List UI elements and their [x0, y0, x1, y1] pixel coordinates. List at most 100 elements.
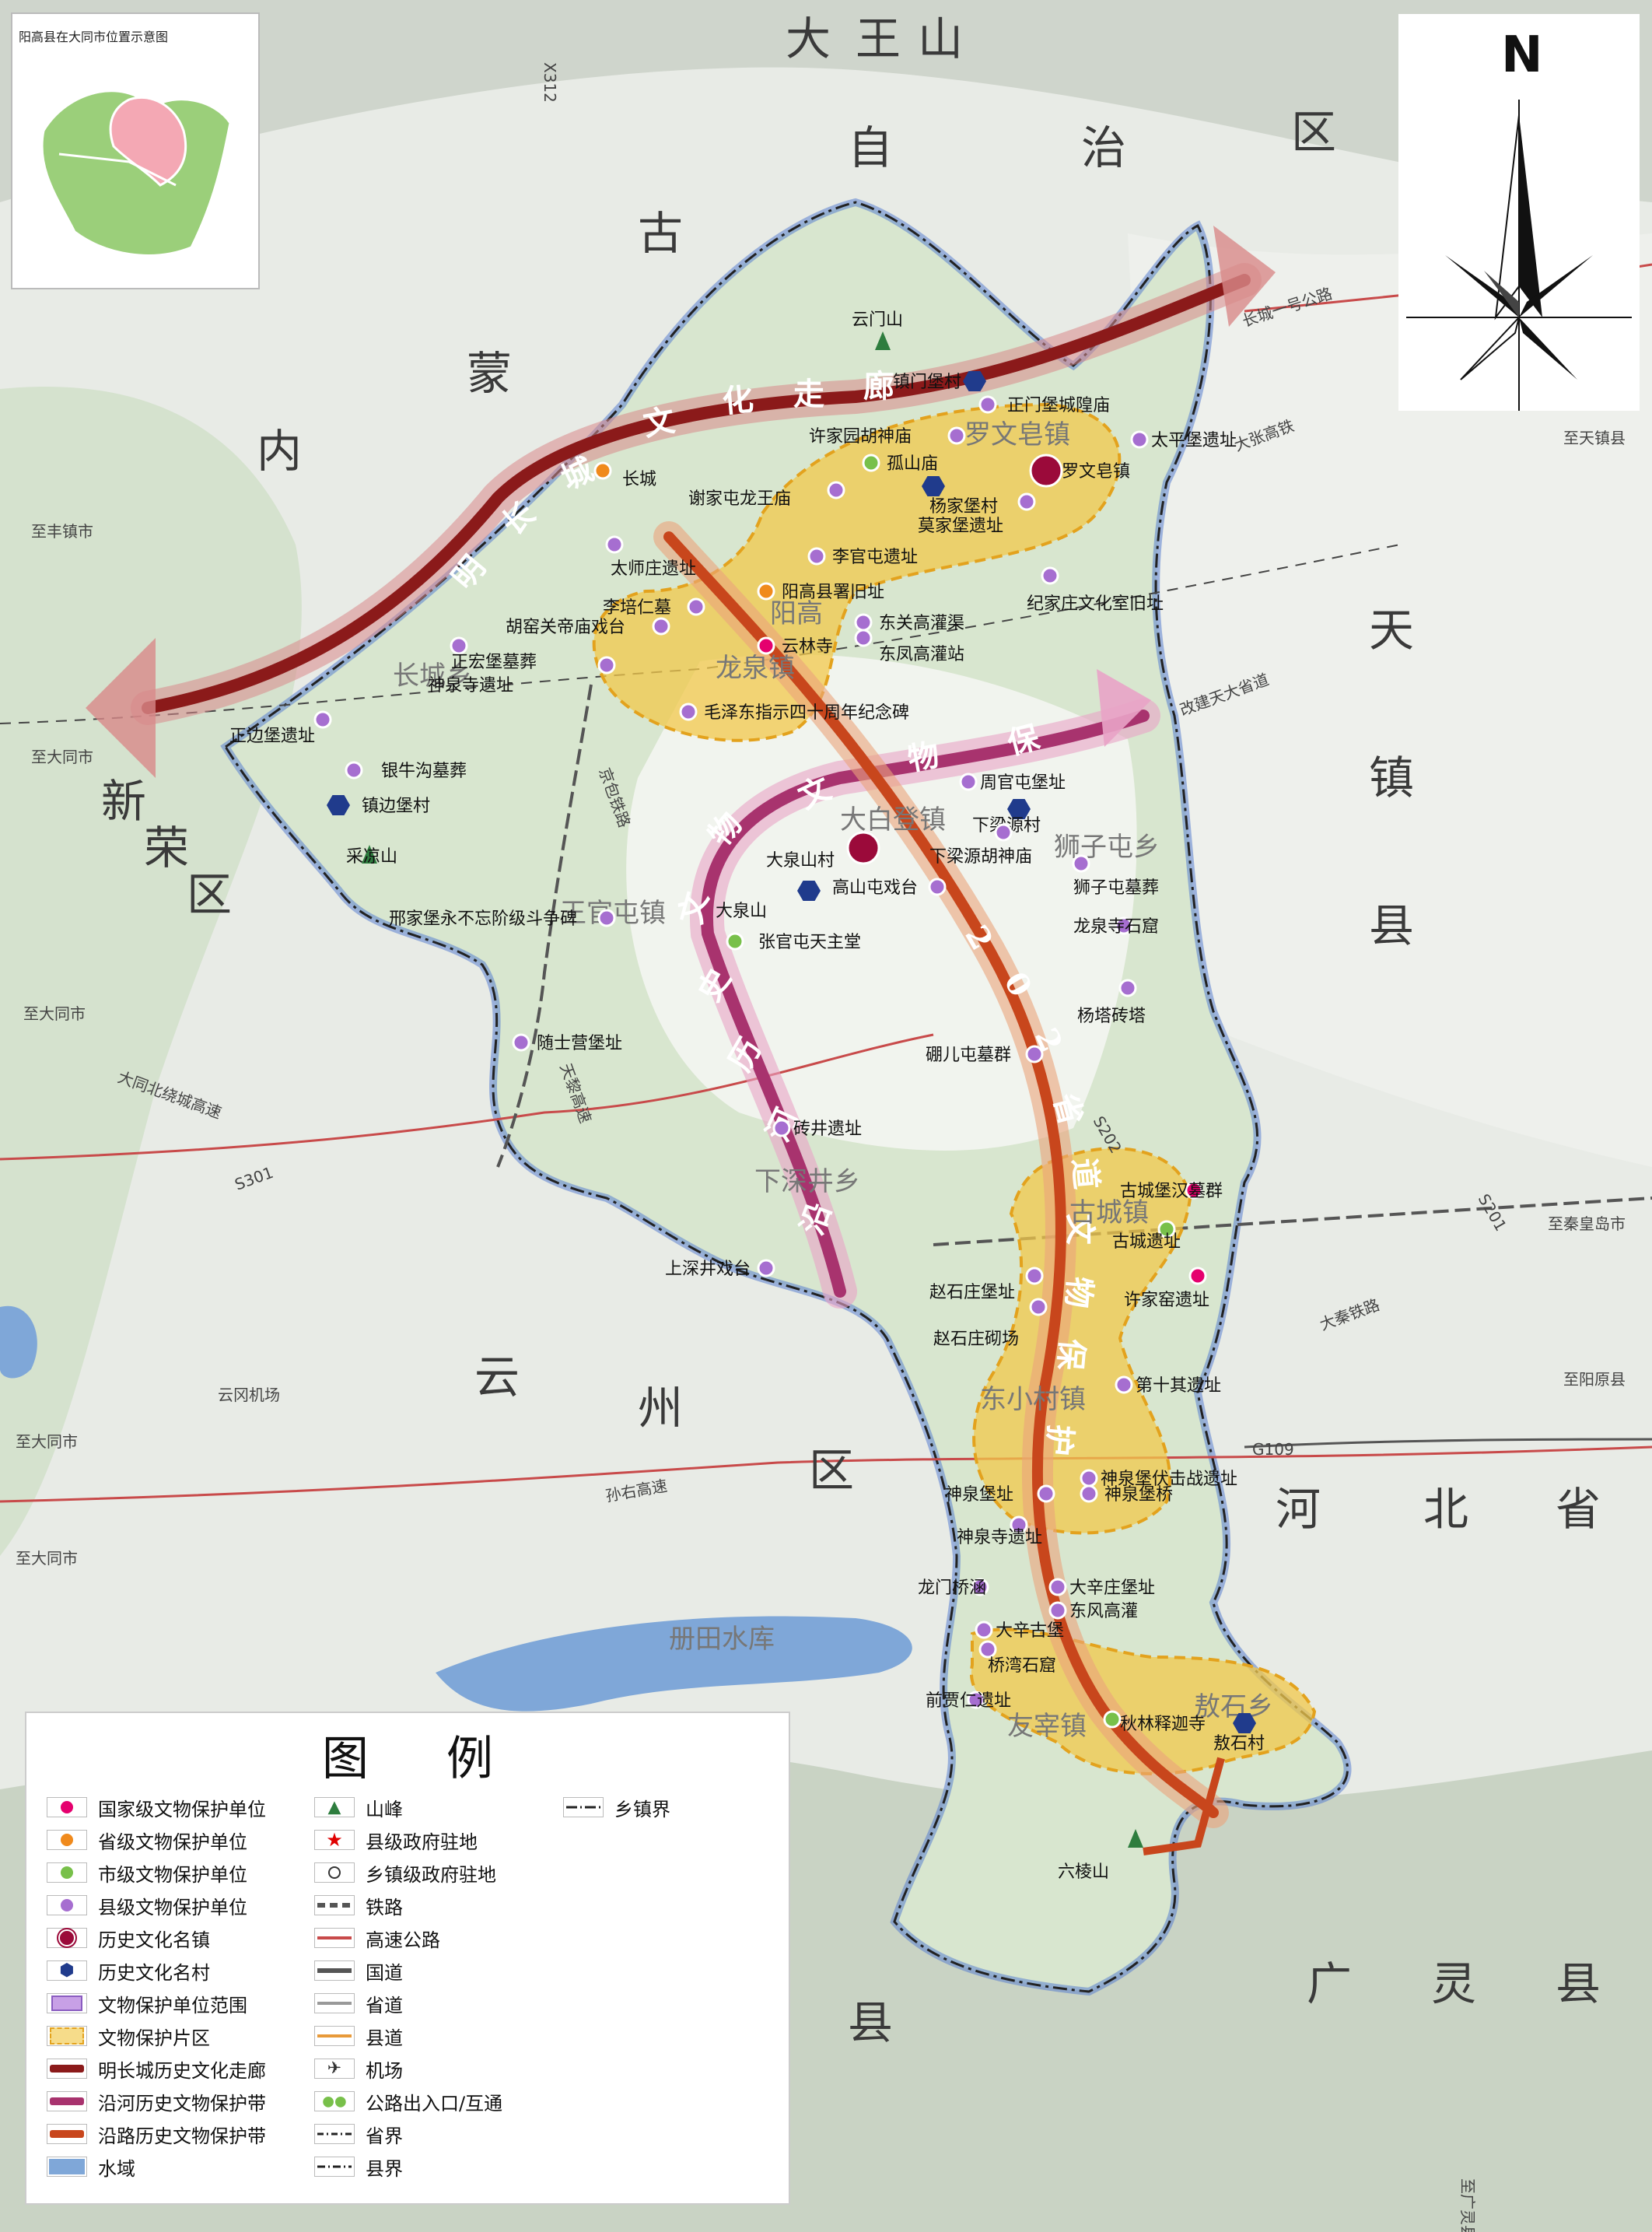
heritage-site-label: 高山屯戏台	[832, 878, 918, 898]
town-label: 龙泉镇	[716, 653, 795, 684]
heritage-site-label: 大泉山村	[766, 851, 835, 871]
heritage-site-label: 第十其遗址	[1136, 1376, 1221, 1396]
legend-item: 历史文化名镇	[47, 1922, 358, 1954]
road-belt-char: 文	[1062, 1214, 1098, 1245]
legend-label: 省界	[366, 2125, 403, 2147]
legend-item: 水域	[47, 2150, 358, 2183]
heritage-site: 长城	[593, 461, 656, 489]
region-label: 自	[848, 121, 894, 174]
heritage-site: 下梁源胡神庙	[929, 823, 1032, 867]
heritage-site-label: 东凤高灌站	[879, 645, 964, 664]
heritage-site-label: 硼儿屯墓群	[926, 1046, 1011, 1065]
legend-label: 省级文物保护单位	[98, 1831, 247, 1853]
heritage-site-label: 杨家堡村	[929, 497, 998, 517]
heritage-site-dot-icon	[854, 629, 873, 647]
heritage-site-dot-icon	[1017, 492, 1036, 511]
famous-village-icon	[922, 476, 945, 496]
heritage-site-label: 秋林释迦寺	[1120, 1715, 1206, 1734]
legend-item: 省道	[314, 1987, 548, 2020]
legend-swatch-icon	[47, 2157, 87, 2177]
heritage-site-label: 东风高灌	[1069, 1602, 1138, 1621]
heritage-site-dot-icon	[597, 656, 616, 675]
heritage-site-dot-icon	[928, 878, 947, 896]
heritage-site-label: 龙门桥涵	[918, 1579, 986, 1598]
heritage-site: 神泉寺遗址	[428, 656, 616, 696]
mountain-peak-icon	[875, 331, 891, 350]
heritage-site: 杨塔砖塔	[1077, 979, 1146, 1026]
heritage-site-dot-icon	[1048, 1578, 1067, 1596]
region-label: 云	[474, 1351, 521, 1403]
legend-swatch-icon: ✈	[314, 2059, 355, 2079]
heritage-site-dot-icon	[967, 1691, 985, 1709]
heritage-site-label: 太平堡遗址	[1151, 431, 1237, 450]
legend-label: 乡镇级政府驻地	[366, 1863, 496, 1886]
heritage-site-label: 邢家堡永不忘阶级斗争碑	[389, 909, 577, 929]
legend-label: 县级文物保护单位	[98, 1896, 247, 1918]
heritage-site: 大泉山	[716, 881, 821, 921]
legend-swatch-icon	[47, 2124, 87, 2144]
town-label: 东小村镇	[980, 1384, 1086, 1415]
heritage-site-label: 张官屯天主堂	[758, 933, 861, 952]
reservoir	[436, 1616, 912, 1712]
heritage-site-dot-icon	[1185, 1181, 1203, 1200]
heritage-site-dot-icon	[1115, 1375, 1133, 1394]
heritage-site-label: 上深井戏台	[665, 1260, 751, 1279]
heritage-site-label: 大辛古堡	[996, 1621, 1064, 1641]
region-label: 区	[187, 868, 233, 921]
legend-item: 省级文物保护单位	[47, 1824, 358, 1856]
region-label: 荣	[144, 822, 191, 874]
heritage-site-label: 册田水库	[669, 1624, 775, 1655]
road-label: G109	[1252, 1440, 1294, 1459]
region-label: 区	[1291, 106, 1338, 159]
region-label: 蒙	[467, 347, 513, 400]
heritage-site-label: 古城堡汉墓群	[1120, 1182, 1223, 1201]
heritage-site-label: 下梁源胡神庙	[929, 847, 1032, 867]
heritage-site: 秋林释迦寺	[1103, 1710, 1206, 1734]
legend-swatch-icon: ▲	[314, 1797, 355, 1817]
heritage-site: 镇门堡村	[893, 371, 986, 392]
legend-swatch-icon	[47, 2026, 87, 2046]
heritage-site: 太师庄遗址	[605, 535, 696, 579]
heritage-site-label: 胡窑关帝庙戏台	[506, 618, 625, 637]
heritage-site-label: 前贾仁遗址	[926, 1691, 1011, 1711]
region-label: 省	[1556, 1483, 1602, 1536]
heritage-site: 上深井戏台	[665, 1259, 775, 1279]
legend-swatch-icon	[314, 1862, 355, 1883]
legend-label: 沿路历史文物保护带	[98, 2125, 266, 2147]
region-label: 新	[101, 775, 148, 828]
mountain-peak-icon	[1128, 1829, 1143, 1848]
legend-item: 乡镇级政府驻地	[314, 1856, 548, 1889]
heritage-site-label: 赵石庄堡址	[929, 1283, 1015, 1302]
heritage-site-dot-icon	[1103, 1710, 1122, 1729]
region-label: 区	[809, 1444, 856, 1497]
legend-item: 明长城历史文化走廊	[47, 2052, 358, 2085]
heritage-site: 杨家堡村	[922, 476, 998, 517]
heritage-site-dot-icon	[679, 703, 698, 721]
heritage-site: 大泉山村	[766, 831, 880, 871]
heritage-site-dot-icon	[1037, 1484, 1055, 1503]
heritage-site-dot-icon	[959, 773, 978, 791]
heritage-site-dot-icon	[1025, 1045, 1044, 1063]
legend-item: ●●公路出入口/互通	[314, 2085, 548, 2118]
wall-corridor-char: 走	[793, 376, 824, 412]
heritage-site: 太平堡遗址	[1130, 430, 1237, 450]
inset-title: 阳高县在大同市位置示意图	[19, 30, 169, 44]
legend-item: ▲山峰	[314, 1791, 548, 1824]
road-belt-char: 护	[1040, 1423, 1079, 1457]
legend-swatch-icon	[47, 1797, 87, 1817]
heritage-site-label: 龙泉寺石窟	[1073, 917, 1159, 937]
heritage-site: 云林寺	[757, 636, 833, 657]
heritage-site-label: 正边堡遗址	[229, 727, 315, 746]
heritage-site: 硼儿屯墓群	[926, 1045, 1044, 1065]
legend-label: 乡镇界	[614, 1798, 670, 1820]
legend-label: 市级文物保护单位	[98, 1863, 247, 1886]
legend-swatch-icon	[314, 2026, 355, 2046]
legend-item: 县界	[314, 2150, 548, 2183]
heritage-site: 胡窑关帝庙戏台	[506, 617, 670, 637]
famous-village-icon	[797, 881, 821, 901]
heritage-site-dot-icon	[975, 1621, 993, 1639]
legend-swatch-icon: ●●	[314, 2091, 355, 2111]
heritage-site: 李培仁墓	[603, 597, 705, 618]
legend-label: 历史文化名镇	[98, 1929, 210, 1951]
heritage-site-label: 毛泽东指示四十周年纪念碑	[704, 703, 909, 723]
